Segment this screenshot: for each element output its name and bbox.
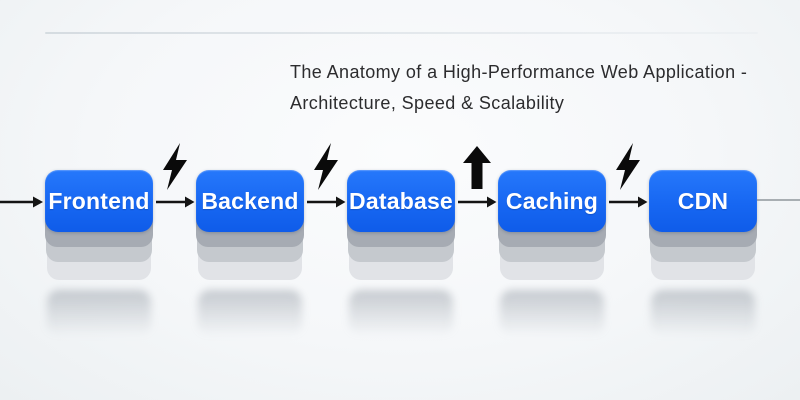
lightning-bolt-icon xyxy=(616,143,640,190)
node-box-database: Database xyxy=(347,170,455,232)
connector-arrow-1 xyxy=(156,196,195,208)
node-box-frontend: Frontend xyxy=(45,170,153,232)
connector-arrow-3 xyxy=(458,196,497,208)
node-reflection xyxy=(47,290,151,336)
node-box-cdn: CDN xyxy=(649,170,757,232)
top-divider-line xyxy=(45,32,758,34)
page-title-line1: The Anatomy of a High-Performance Web Ap… xyxy=(290,62,748,82)
node-box-caching: Caching xyxy=(498,170,606,232)
flow-node-backend: Backend xyxy=(196,170,304,400)
node-reflection xyxy=(500,290,604,336)
flow-node-frontend: Frontend xyxy=(45,170,153,400)
connector-arrow-2 xyxy=(307,196,346,208)
lightning-bolt-icon xyxy=(163,143,187,190)
node-label-caching: Caching xyxy=(505,187,599,214)
connector-arrow-4 xyxy=(609,196,648,208)
flow-node-caching: Caching xyxy=(498,170,606,400)
node-label-database: Database xyxy=(349,187,453,214)
node-reflection xyxy=(198,290,302,336)
page-title: The Anatomy of a High-Performance Web Ap… xyxy=(290,57,770,119)
flow-node-database: Database xyxy=(347,170,455,400)
flow-node-cdn: CDN xyxy=(649,170,757,400)
page-title-line2: Architecture, Speed & Scalability xyxy=(290,93,565,113)
node-box-backend: Backend xyxy=(196,170,304,232)
node-label-cdn: CDN xyxy=(677,187,729,214)
lightning-bolt-icon xyxy=(314,143,338,190)
up-arrow-icon xyxy=(463,146,491,189)
entry-arrow xyxy=(0,196,43,208)
node-label-frontend: Frontend xyxy=(48,187,150,214)
node-label-backend: Backend xyxy=(201,187,299,214)
node-reflection xyxy=(349,290,453,336)
node-reflection xyxy=(651,290,755,336)
